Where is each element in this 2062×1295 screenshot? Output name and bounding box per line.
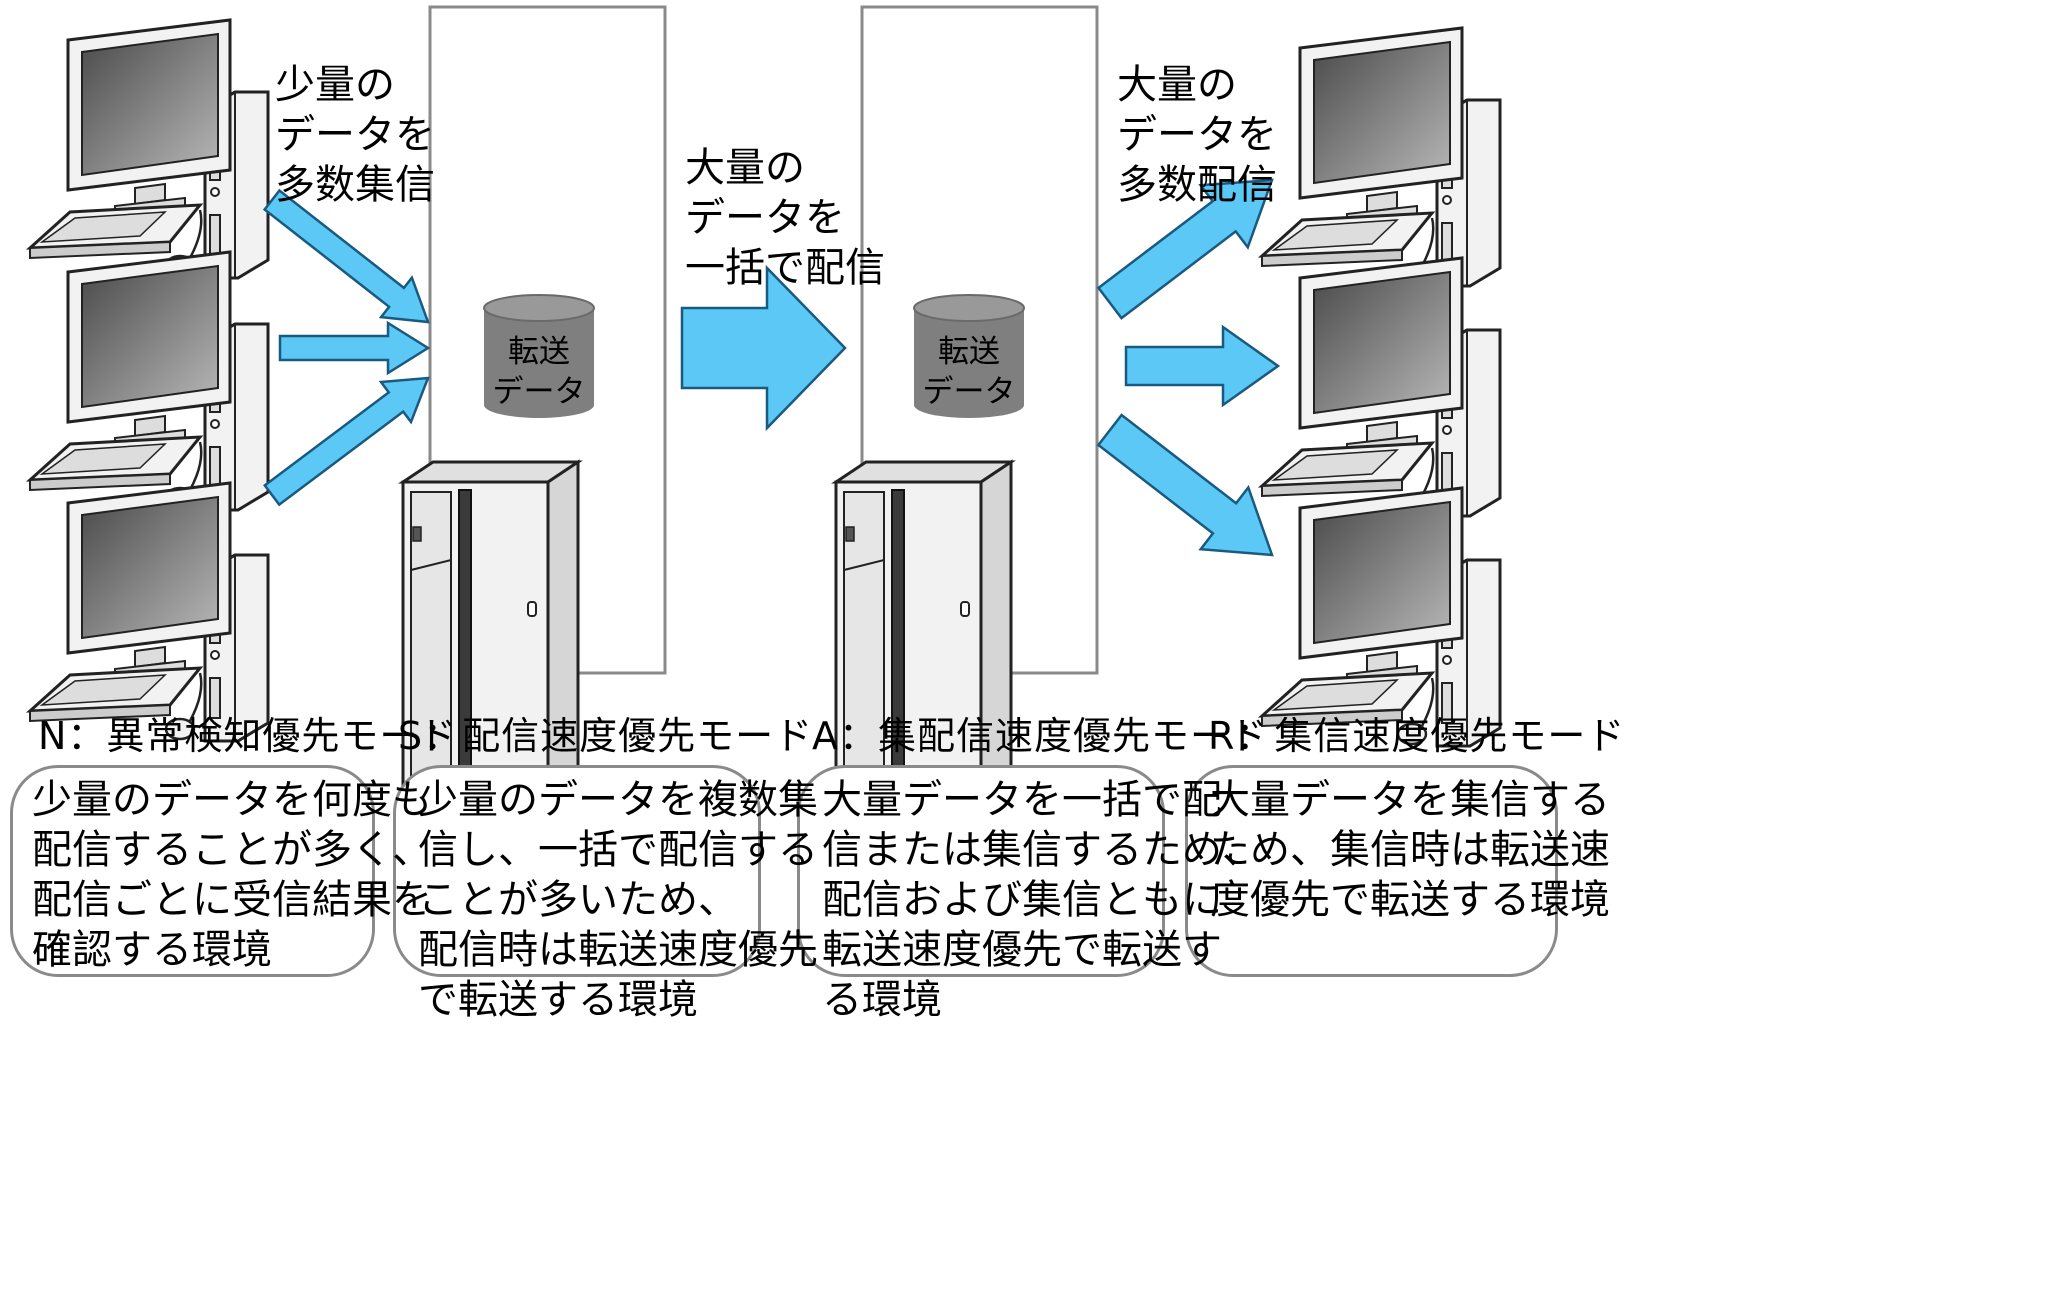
cylinder-label-left: 転送 データ — [492, 334, 586, 410]
desktop-computer-icon — [1260, 486, 1502, 748]
label-collect-many: 少量の データを 多数集信 — [275, 62, 435, 208]
arrow-collect-2 — [278, 320, 431, 376]
label-distribute-many: 大量の データを 多数配信 — [1117, 62, 1277, 208]
mode-title-a: A：集配信速度優先モード — [812, 714, 1268, 758]
mode-description-box-n — [10, 765, 375, 977]
mode-description-a: 大量データを一括で配 信または集信するため、 配信および集信ともに 転送速度優先… — [822, 777, 1262, 1023]
mode-title-r: R：集信速度優先モード — [1208, 714, 1626, 758]
desktop-computer-icon — [28, 250, 270, 512]
desktop-computer-icon — [28, 18, 270, 280]
database-cylinder-icon — [483, 294, 595, 418]
mode-title-n: N：異常検知優先モード — [38, 714, 458, 758]
arrow-collect-3 — [263, 376, 430, 507]
cylinder-label-right: 転送 データ — [922, 334, 1016, 410]
arrow-distribute-2 — [1124, 324, 1281, 408]
desktop-computer-icon — [28, 481, 270, 743]
mode-description-box-a — [797, 765, 1165, 977]
mode-description-box-s — [393, 765, 761, 977]
label-bulk-send: 大量の データを 一括で配信 — [685, 145, 885, 291]
arrow-distribute-3 — [1096, 413, 1274, 557]
arrow-collect-1 — [262, 188, 430, 324]
mode-description-box-r — [1185, 765, 1558, 977]
desktop-computer-icon — [1260, 26, 1502, 288]
database-cylinder-icon — [913, 294, 1025, 418]
arrow-distribute-1 — [1096, 178, 1274, 320]
mode-description-n: 少量のデータを何度も 配信することが多く、 配信ごとに受信結果を 確認する環境 — [32, 777, 432, 973]
mode-description-r: 大量データを集信する ため、集信時は転送速 度優先で転送する環境 — [1210, 777, 1610, 923]
arrow-bulk-send — [680, 264, 847, 432]
mode-description-s: 少量のデータを複数集 信し、一括で配信する ことが多いため、 配信時は転送速度優… — [418, 777, 818, 1023]
desktop-computer-icon — [1260, 256, 1502, 518]
mode-title-s: S：配信速度優先モード — [398, 714, 814, 758]
